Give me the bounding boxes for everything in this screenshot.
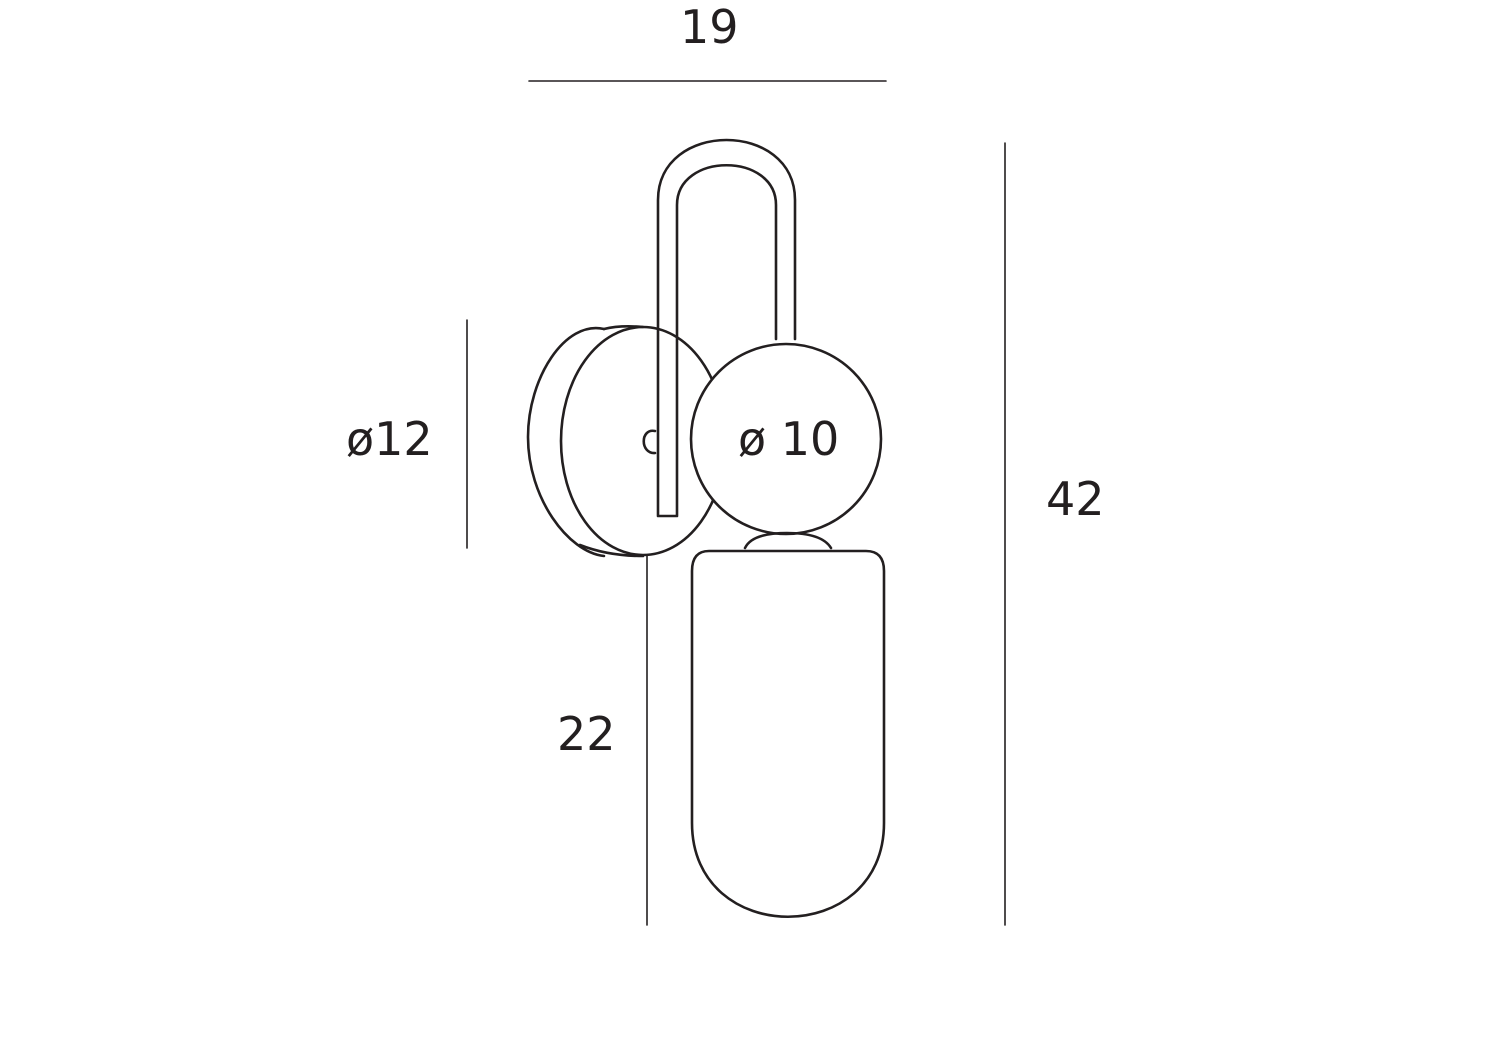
shade-connector <box>743 531 833 550</box>
lamp-arm <box>656 138 797 518</box>
wall-plate-screw <box>642 429 657 455</box>
wall-plate-back-edge <box>526 326 606 558</box>
globe-diameter-label: ø 10 <box>738 412 840 466</box>
wall-plate-diameter-label: ø12 <box>346 412 433 466</box>
cylinder-shade <box>690 549 886 919</box>
drop-height-label: 22 <box>557 707 616 761</box>
total-height-label: 42 <box>1046 472 1105 526</box>
width-label: 19 <box>680 0 739 54</box>
